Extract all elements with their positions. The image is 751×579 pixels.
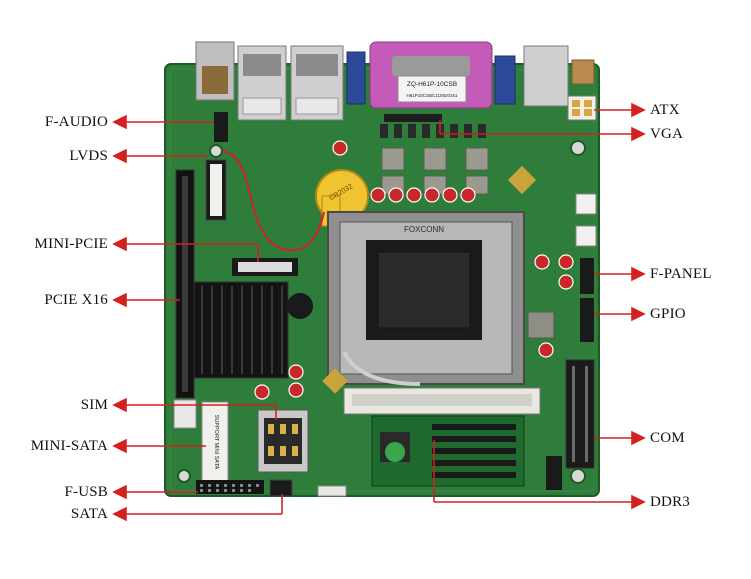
label-vga: VGA [650,126,684,142]
battery-wire [215,149,325,251]
label-f-panel: F-PANEL [650,266,712,282]
mount-hole [570,468,586,484]
mini-sata-silk: SUPPORT MINI SATA [213,415,219,470]
mini-sata-slot [201,401,229,483]
vga-sticker-line2: H61P10CSBC110820161 [407,93,458,98]
label-lvds: LVDS [69,148,108,164]
sata-port [269,479,293,497]
f-audio-header [214,112,228,142]
label-ddr3: DDR3 [650,494,690,510]
pointer-arrows [112,102,646,522]
dc-jack [571,59,595,85]
mount-hole [177,469,191,483]
label-gpio: GPIO [650,306,686,322]
mount-hole [209,144,223,158]
label-com: COM [650,430,685,446]
f-usb-header [196,480,264,494]
label-pcie-x16: PCIE X16 [44,292,108,308]
atx-connector [567,95,597,121]
label-sim: SIM [80,397,108,413]
ddr3-area-header [546,456,562,490]
vga-header [384,114,442,122]
label-f-audio: F-AUDIO [44,114,108,130]
mount-hole [570,140,586,156]
com-port-rear [494,55,516,105]
socket-lever [342,351,421,386]
label-mini-sata: MINI-SATA [30,438,108,454]
vga-sticker [397,75,467,103]
label-atx: ATX [650,102,680,118]
label-sata: SATA [70,506,108,522]
com-headers [565,359,595,469]
vga-sticker-line1: ZQ-H61P-10CSB [407,81,457,88]
usb-stack [523,45,569,107]
socket-brand: FOXCONN [404,225,444,234]
dvi-port [346,51,366,105]
gpio-header [580,298,594,342]
label-f-usb: F-USB [64,484,108,500]
label-mini-pcie: MINI-PCIE [34,236,108,252]
buzzer [287,293,313,319]
f-panel-header [580,258,594,294]
